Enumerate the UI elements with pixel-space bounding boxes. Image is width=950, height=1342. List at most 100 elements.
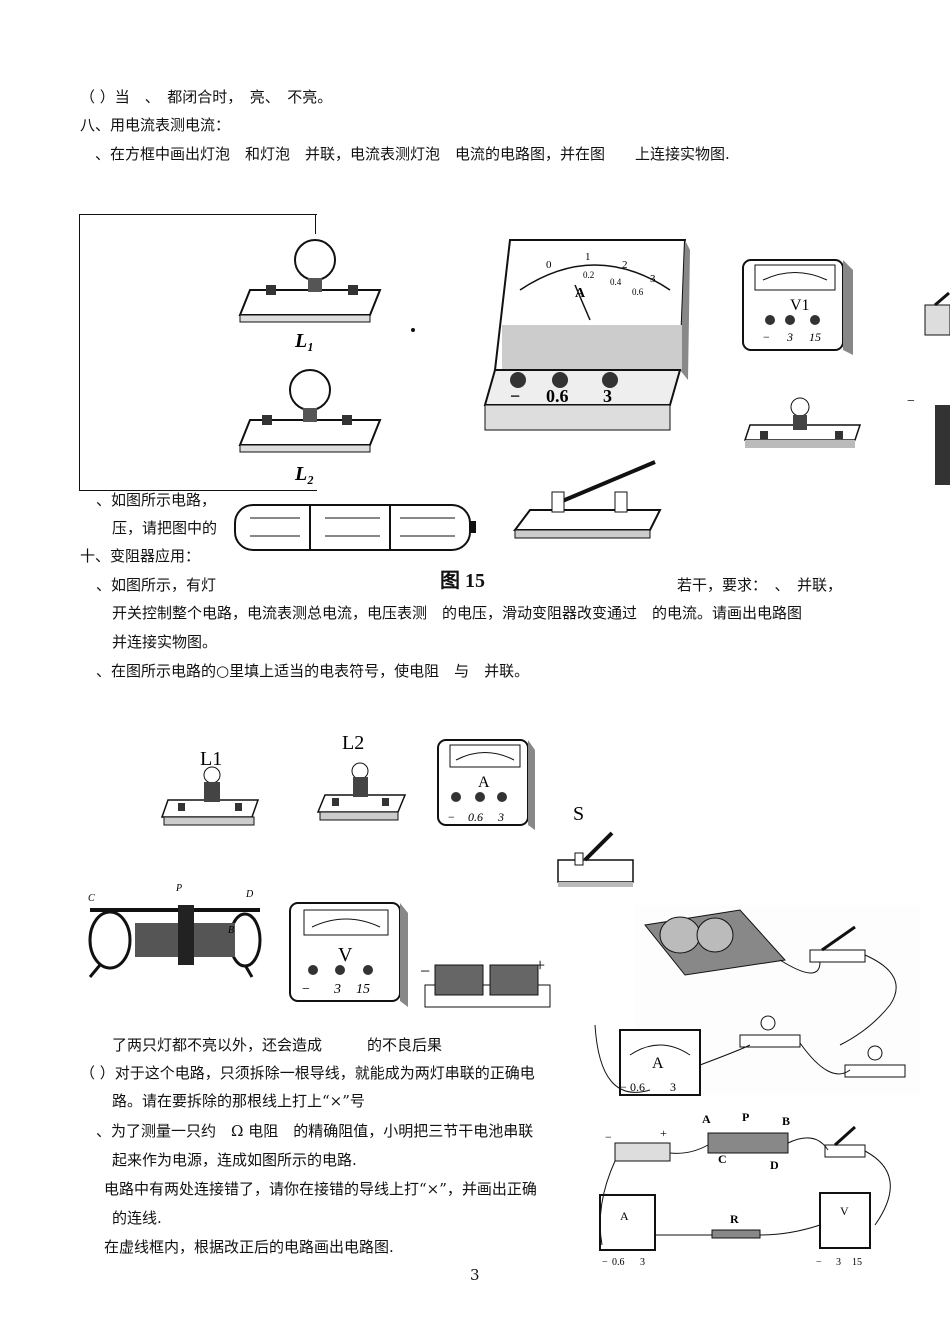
answer-frame xyxy=(79,214,317,491)
text-line-17: 的连线. xyxy=(112,1209,162,1227)
svg-text:A: A xyxy=(121,939,129,950)
svg-text:+: + xyxy=(660,1126,667,1140)
svg-text:0.6: 0.6 xyxy=(630,1080,645,1094)
svg-text:2: 2 xyxy=(622,259,628,271)
svg-text:−: − xyxy=(510,386,520,406)
bulb-L2-icon xyxy=(238,369,382,453)
components-figure: L1 L2 A − 0.6 3 S C P D xyxy=(88,732,634,1008)
svg-text:−: − xyxy=(620,1080,627,1094)
svg-text:P: P xyxy=(175,883,182,894)
svg-text:0.6: 0.6 xyxy=(612,1257,625,1268)
svg-text:A: A xyxy=(575,286,586,301)
svg-text:−: − xyxy=(763,330,770,344)
voltmeter-icon: V − 3 15 xyxy=(289,902,408,1007)
label-L2: L₂ xyxy=(294,463,314,485)
text-line-8: 开关控制整个电路，电流表测总电流，电压表测 的电压，滑动变阻器改变通过 的电流。… xyxy=(112,604,803,622)
partial-battery-icon: − xyxy=(907,394,950,485)
battery-pack-icon: − + xyxy=(420,955,551,1008)
switch-icon xyxy=(557,831,634,887)
bulb-L1-icon xyxy=(238,239,382,323)
svg-text:3: 3 xyxy=(670,1080,676,1094)
partial-device-icon xyxy=(924,291,950,336)
svg-text:15: 15 xyxy=(852,1257,862,1268)
svg-text:0.6: 0.6 xyxy=(546,386,569,406)
answer-frame-edge xyxy=(315,214,316,234)
svg-text:15: 15 xyxy=(356,982,370,997)
svg-text:V1: V1 xyxy=(790,297,810,314)
text-line-4: 、如图所示电路， xyxy=(96,491,217,509)
svg-text:3: 3 xyxy=(836,1257,841,1268)
bulb-L2-icon xyxy=(316,762,407,821)
svg-text:A: A xyxy=(702,1112,711,1126)
svg-text:A: A xyxy=(620,1209,629,1223)
svg-text:L1: L1 xyxy=(200,748,222,770)
text-line-14: 、为了测量一只约 Ω 电阻 的精确阻值，小明把三节干电池串联 xyxy=(96,1122,534,1140)
text-line-13: 路。请在要拆除的那根线上打上“×”号 xyxy=(112,1092,365,1110)
svg-text:−: − xyxy=(605,1130,612,1144)
bulb-icon xyxy=(743,397,862,448)
text-line-10: 、在图所示电路的○里填上适当的电表符号，使电阻 与 并联。 xyxy=(96,662,530,680)
text-line-7b: 若干，要求： 、 并联， xyxy=(677,576,843,594)
figure-15: L₁ L₂ 0 1 2 3 0.2 0.4 0.6 A xyxy=(234,239,690,551)
svg-text:R: R xyxy=(730,1212,739,1226)
voltmeter-V1-icon: V1 − 3 15 xyxy=(742,259,853,355)
svg-text:A: A xyxy=(652,1055,664,1072)
ammeter-icon: A − 0.6 3 xyxy=(437,739,535,830)
svg-text:D: D xyxy=(245,889,254,900)
svg-text:15: 15 xyxy=(809,330,821,344)
svg-text:S: S xyxy=(573,803,584,825)
svg-text:0.6: 0.6 xyxy=(632,287,644,297)
svg-text:0.2: 0.2 xyxy=(583,270,594,280)
svg-text:0.4: 0.4 xyxy=(610,277,622,287)
text-line-9: 并连接实物图。 xyxy=(112,633,218,651)
svg-text:V: V xyxy=(338,944,353,966)
svg-text:−: − xyxy=(420,961,430,981)
measure-resistor-circuit: − + A P B C D A − 0.6 3 R V − 3 15 xyxy=(599,1110,891,1268)
circuit-photos: A − 0.6 3 − + A P B C D A − 0.6 3 R V − … xyxy=(594,905,920,1268)
svg-text:C: C xyxy=(88,893,95,904)
series-circuit-photo: A − 0.6 3 xyxy=(594,905,920,1096)
text-line-7a: 、如图所示，有灯 xyxy=(96,576,217,594)
svg-text:B: B xyxy=(782,1114,790,1128)
figure-15-caption: 图 15 xyxy=(440,570,485,592)
bulb-L1-icon xyxy=(160,766,260,826)
svg-text:0.6: 0.6 xyxy=(468,810,483,824)
svg-text:3: 3 xyxy=(603,386,612,406)
text-line-5: 压，请把图中的 xyxy=(112,519,218,537)
text-line-12: （ ）对于这个电路，只须拆除一根导线，就能成为两灯串联的正确电 xyxy=(80,1064,535,1082)
text-line-3: 、在方框中画出灯泡 和灯泡 并联，电流表测灯泡 电流的电路图，并在图 上连接实物… xyxy=(80,145,730,163)
svg-text:−: − xyxy=(302,982,310,997)
svg-text:P: P xyxy=(742,1110,749,1124)
text-line-11: 了两只灯都不亮以外，还会造成 的不良后果 xyxy=(112,1036,443,1054)
text-line-16: 电路中有两处连接错了，请你在接错的导线上打“×”，并画出正确 xyxy=(104,1180,537,1198)
page-number: 3 xyxy=(470,1266,480,1284)
rheostat-icon: C P D A B xyxy=(88,883,262,978)
battery-icon xyxy=(234,504,476,551)
svg-text:3: 3 xyxy=(497,810,504,824)
svg-text:0: 0 xyxy=(546,259,552,271)
svg-text:+: + xyxy=(535,955,545,975)
svg-text:−: − xyxy=(816,1257,822,1268)
text-line-1: （ ）当 、 都闭合时， 亮、 不亮。 xyxy=(80,88,333,106)
svg-text:V: V xyxy=(840,1204,849,1218)
svg-text:3: 3 xyxy=(333,982,341,997)
svg-text:3: 3 xyxy=(640,1257,645,1268)
svg-text:L2: L2 xyxy=(342,732,364,754)
section-heading-8: 八、用电流表测电流： xyxy=(80,116,231,134)
text-line-18: 在虚线框内，根据改正后的电路画出电路图. xyxy=(104,1238,394,1256)
voltmeter-and-bulb-figure: V1 − 3 15 − xyxy=(742,259,950,485)
svg-text:3: 3 xyxy=(650,273,656,285)
svg-text:D: D xyxy=(770,1158,779,1172)
svg-text:−: − xyxy=(602,1257,608,1268)
ammeter-icon: 0 1 2 3 0.2 0.4 0.6 A − 0.6 3 xyxy=(483,239,690,431)
switch-icon xyxy=(513,460,662,539)
section-heading-10: 十、变阻器应用： xyxy=(80,547,201,565)
svg-text:B: B xyxy=(228,925,234,936)
text-line-15: 起来作为电源，连成如图所示的电路. xyxy=(112,1151,357,1169)
svg-text:A: A xyxy=(478,774,490,791)
svg-text:−: − xyxy=(448,810,455,824)
svg-text:−: − xyxy=(907,394,915,409)
svg-text:C: C xyxy=(718,1152,727,1166)
label-L1: L₁ xyxy=(294,330,314,352)
svg-text:1: 1 xyxy=(585,251,591,263)
